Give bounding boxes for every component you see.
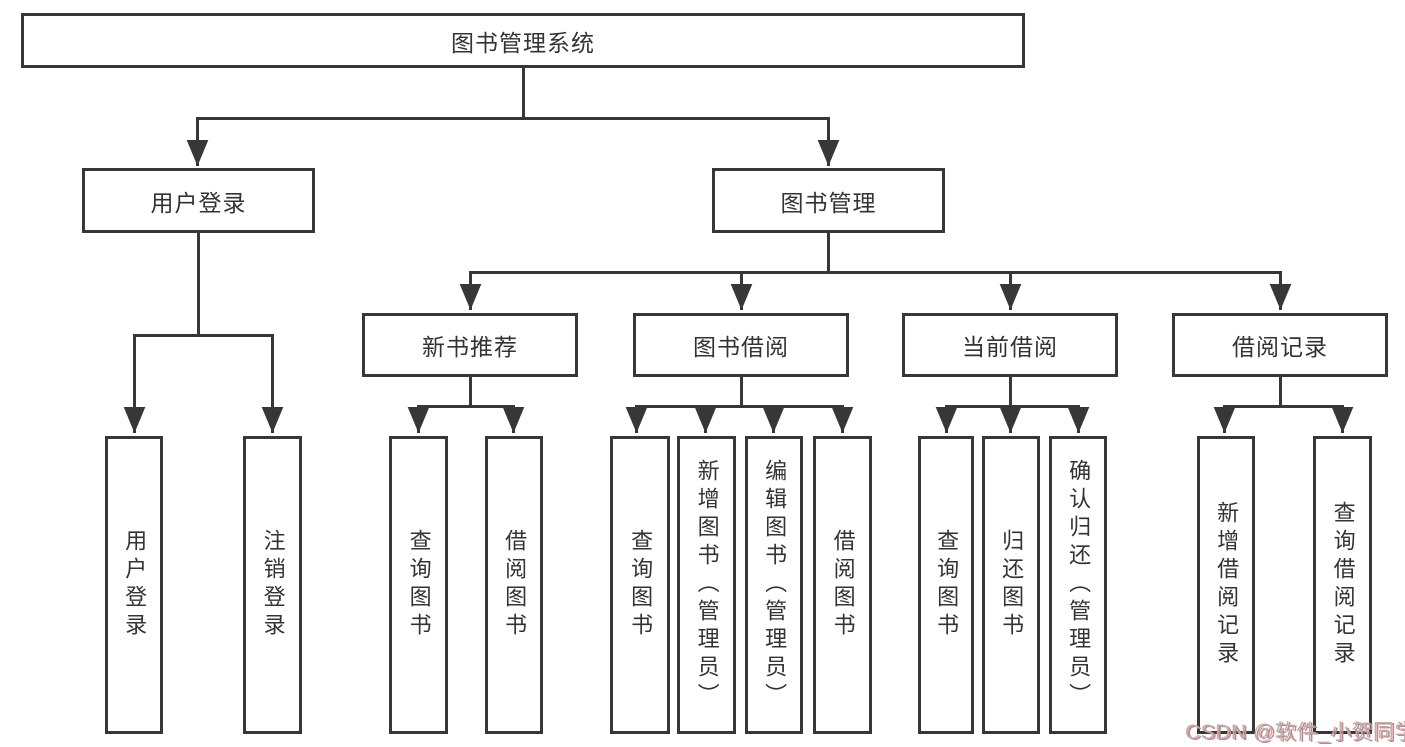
node-nbr-borrow-book-label: 借阅图书 [502,529,528,641]
node-bb-add-book-label: 新增图书（管理员） [694,459,720,711]
node-bb-query-book-label: 查询图书 [628,529,654,641]
node-cb-query-book-label: 查询图书 [934,529,960,641]
node-cb-return-book: 归还图书 [982,436,1040,734]
node-book-borrow: 图书借阅 [633,313,849,377]
node-new-book-recommend: 新书推荐 [362,313,578,377]
node-current-borrow: 当前借阅 [902,313,1118,377]
node-book-borrow-label: 图书借阅 [693,334,789,360]
node-current-borrow-label: 当前借阅 [962,334,1058,360]
node-book-management: 图书管理 [712,168,945,233]
node-logout-label: 注销登录 [260,529,286,641]
node-bb-borrow-book-label: 借阅图书 [830,529,856,641]
node-book-management-label: 图书管理 [780,189,877,216]
node-new-book-recommend-label: 新书推荐 [422,334,518,360]
node-bb-query-book: 查询图书 [610,436,670,734]
node-nbr-borrow-book: 借阅图书 [485,436,543,734]
node-root: 图书管理系统 [21,13,1025,68]
node-bb-edit-book: 编辑图书（管理员） [745,436,803,734]
node-login-label: 用户登录 [122,529,148,641]
node-nbr-query-book: 查询图书 [389,436,448,734]
node-borrow-record-label: 借阅记录 [1232,334,1328,360]
node-bb-borrow-book: 借阅图书 [813,436,872,734]
node-br-add-record-label: 新增借阅记录 [1214,501,1240,669]
node-bb-edit-book-label: 编辑图书（管理员） [762,459,788,711]
node-cb-confirm-return: 确认归还（管理员） [1049,436,1107,734]
node-root-label: 图书管理系统 [451,29,595,56]
csdn-watermark: CSDN @软件_小贺同学 [1185,721,1405,744]
node-br-query-record: 查询借阅记录 [1313,436,1372,734]
node-br-add-record: 新增借阅记录 [1197,436,1255,734]
node-cb-return-book-label: 归还图书 [999,529,1025,641]
node-bb-add-book: 新增图书（管理员） [677,436,736,734]
node-user-login: 用户登录 [82,168,315,233]
node-cb-query-book: 查询图书 [918,436,974,734]
node-nbr-query-book-label: 查询图书 [406,529,432,641]
node-user-login-label: 用户登录 [150,189,247,216]
node-br-query-record-label: 查询借阅记录 [1330,501,1356,669]
node-cb-confirm-return-label: 确认归还（管理员） [1066,459,1092,711]
node-logout: 注销登录 [243,436,302,734]
node-login: 用户登录 [105,436,163,734]
node-borrow-record: 借阅记录 [1172,313,1388,377]
